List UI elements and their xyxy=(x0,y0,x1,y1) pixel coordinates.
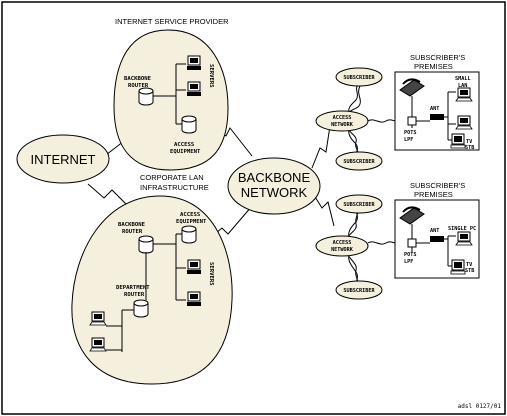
tv-icon xyxy=(450,133,466,149)
backbone-label-2: NETWORK xyxy=(241,185,308,200)
pc-icon xyxy=(89,337,107,352)
svg-text:SUBSCRIBER: SUBSCRIBER xyxy=(343,159,375,165)
corp-title-2: INFRASTRUCTURE xyxy=(140,183,209,192)
server-icon xyxy=(186,81,202,97)
svg-text:LAN: LAN xyxy=(458,83,467,89)
svg-text:BACKBONE: BACKBONE xyxy=(118,222,145,228)
svg-text:SUBSCRIBER: SUBSCRIBER xyxy=(343,75,375,81)
svg-text:TV: TV xyxy=(466,139,472,145)
access-network-top: ACCESS NETWORK xyxy=(315,110,369,132)
svg-text:ACCESS: ACCESS xyxy=(174,142,195,148)
ant-box xyxy=(430,236,444,242)
svg-text:EQUIPMENT: EQUIPMENT xyxy=(170,149,201,155)
isp-backbone-router: BACKBONE ROUTER xyxy=(124,76,154,106)
isp-title: INTERNET SERVICE PROVIDER xyxy=(115,17,229,26)
server-icon xyxy=(186,55,202,71)
pc-icon xyxy=(89,311,107,326)
svg-text:PREMISES: PREMISES xyxy=(414,190,453,199)
svg-text:ROUTER: ROUTER xyxy=(128,83,149,89)
svg-text:DEPARTMENT: DEPARTMENT xyxy=(116,285,150,291)
svg-text:ACCESS: ACCESS xyxy=(333,240,352,246)
svg-text:POTS: POTS xyxy=(404,130,417,136)
svg-text:LPF: LPF xyxy=(404,259,413,265)
svg-text:SUBSCRIBER'S: SUBSCRIBER'S xyxy=(410,53,465,62)
svg-text:BACKBONE: BACKBONE xyxy=(124,76,151,82)
pots-lpf-box xyxy=(407,116,417,126)
svg-text:TV: TV xyxy=(466,262,472,268)
svg-text:ROUTER: ROUTER xyxy=(122,229,143,235)
premises-top: SUBSCRIBER'S PREMISES POTS LPF ANT SMALL… xyxy=(394,53,480,151)
svg-text:NETWORK: NETWORK xyxy=(331,122,354,128)
isp-access-equipment: ACCESS EQUIPMENT xyxy=(170,115,201,155)
pc-icon xyxy=(455,231,473,246)
footer-code: adsl 0127/01 xyxy=(458,403,502,410)
premises-bottom: SUBSCRIBER'S PREMISES POTS LPF ANT SINGL… xyxy=(394,181,480,279)
svg-text:SUBSCRIBER'S: SUBSCRIBER'S xyxy=(410,181,465,190)
svg-text:NETWORK: NETWORK xyxy=(331,247,354,253)
svg-text:EQUIPMENT: EQUIPMENT xyxy=(176,219,207,225)
svg-text:ANT: ANT xyxy=(430,228,439,234)
ant-box xyxy=(430,114,444,120)
svg-text:SERVERS: SERVERS xyxy=(208,262,214,286)
corp-department-router: DEPARTMENT ROUTER xyxy=(116,285,150,318)
internet-label: INTERNET xyxy=(31,152,96,167)
corp-title-1: CORPORATE LAN xyxy=(140,173,204,182)
backbone-label-1: BACKBONE xyxy=(238,170,311,185)
svg-text:SUBSCRIBER: SUBSCRIBER xyxy=(343,288,375,294)
isp-servers: SERVERS xyxy=(153,55,214,125)
svg-text:LPF: LPF xyxy=(404,137,413,143)
svg-text:ACCESS: ACCESS xyxy=(180,212,201,218)
internet-cloud xyxy=(16,134,110,184)
corp-access-equipment: ACCESS EQUIPMENT xyxy=(176,212,207,244)
svg-text:ACCESS: ACCESS xyxy=(333,115,352,121)
svg-text:STB: STB xyxy=(465,268,474,274)
svg-text:PREMISES: PREMISES xyxy=(414,62,453,71)
svg-text:SINGLE PC: SINGLE PC xyxy=(448,226,476,232)
corp-backbone-router: BACKBONE ROUTER xyxy=(118,222,154,254)
pc-icon xyxy=(455,87,473,102)
svg-text:SERVERS: SERVERS xyxy=(208,64,214,88)
svg-text:ANT: ANT xyxy=(430,106,439,112)
pc-icon xyxy=(455,115,473,130)
access-network-bottom: ACCESS NETWORK xyxy=(315,235,369,257)
subscriber-nodes: SUBSCRIBER SUBSCRIBER SUBSCRIBER SUBSCRI… xyxy=(335,67,383,300)
svg-text:STB: STB xyxy=(465,145,474,151)
pots-lpf-box xyxy=(407,238,417,248)
corp-servers: SERVERS xyxy=(145,233,214,307)
backbone-network xyxy=(227,157,321,215)
server-icon xyxy=(186,259,202,275)
corp-department-lan xyxy=(89,309,134,352)
server-icon xyxy=(186,291,202,307)
svg-text:SUBSCRIBER: SUBSCRIBER xyxy=(343,202,375,208)
svg-text:POTS: POTS xyxy=(404,252,417,258)
svg-text:SMALL: SMALL xyxy=(455,76,471,82)
tv-icon xyxy=(450,259,466,275)
svg-text:ROUTER: ROUTER xyxy=(124,292,145,298)
